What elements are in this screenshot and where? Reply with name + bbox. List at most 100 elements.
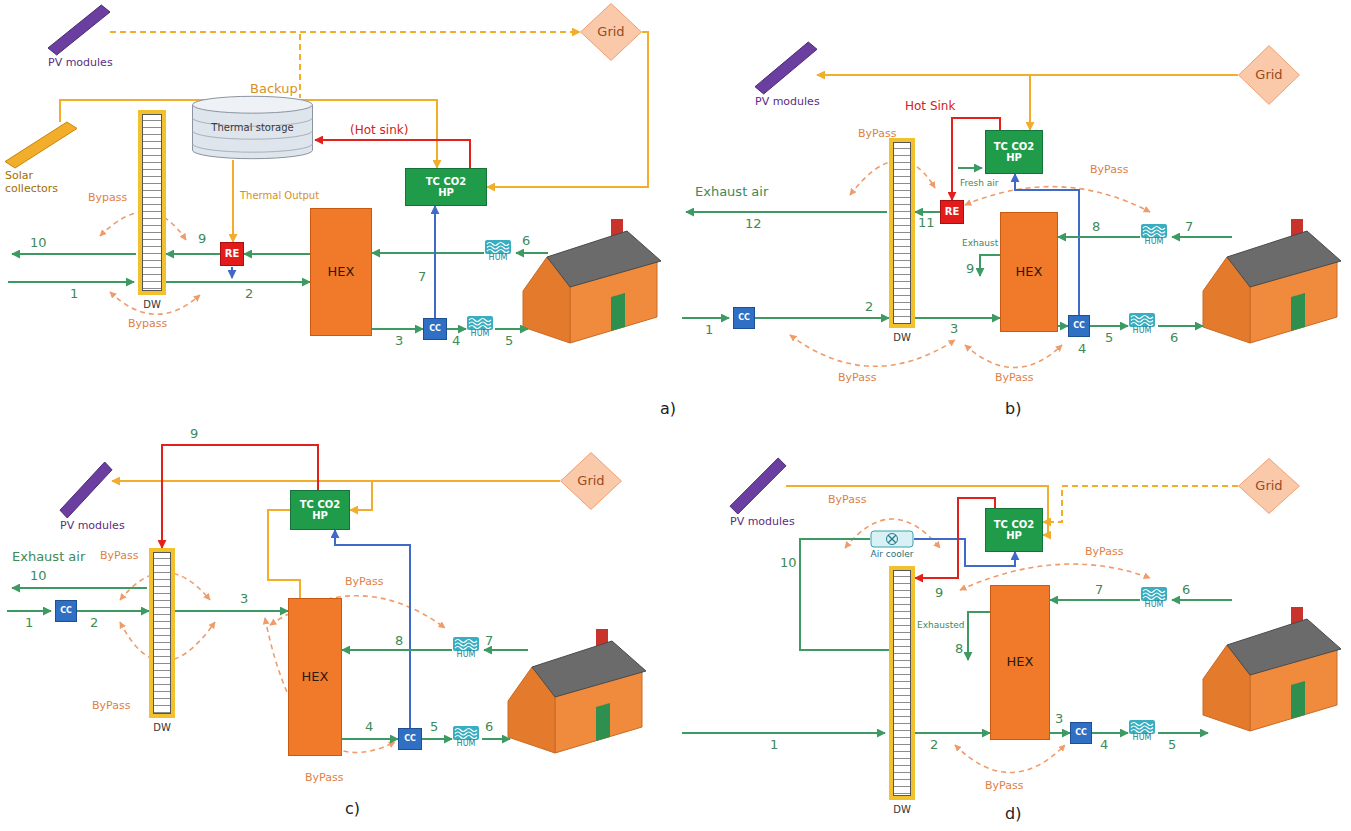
water-wave: [1131, 323, 1153, 326]
tank-top: [193, 96, 313, 113]
diamond-outline: [581, 4, 642, 61]
water-wave: [469, 319, 491, 322]
stream-number: 4: [1100, 738, 1108, 753]
cooling-coil-box: CC: [423, 318, 447, 340]
desiccant-wheel: DW: [149, 548, 175, 718]
air-cooler-icon: Air cooler: [870, 530, 914, 548]
stream-number: 3: [950, 322, 958, 337]
desiccant-wheel: DW: [138, 110, 166, 295]
humidifier-shape: [484, 240, 512, 254]
node-label: Grid: [597, 25, 624, 40]
air-stream: [516, 252, 548, 254]
air-stream: [958, 167, 982, 169]
water-wave: [1143, 234, 1165, 237]
bypass-label: ByPass: [828, 494, 866, 507]
bypass-label: ByPass: [345, 576, 383, 589]
node-label: DW: [893, 804, 911, 816]
flow-line: [232, 160, 234, 242]
panel-letter: b): [1005, 400, 1021, 418]
flow-line: [350, 481, 560, 510]
node-label: DW: [143, 299, 161, 311]
flow-line: [1030, 75, 1238, 130]
air-stream: [1172, 236, 1232, 238]
water-wave: [1143, 590, 1165, 593]
stream-number: 6: [1182, 583, 1190, 598]
stream-number: 9: [198, 232, 206, 247]
air-stream: [1172, 599, 1232, 601]
water-wave: [1131, 726, 1153, 729]
water-wave: [487, 250, 509, 253]
flow-line: [487, 32, 648, 187]
flow-line: [372, 252, 484, 254]
stream-number: 1: [770, 738, 778, 753]
water-wave: [1143, 593, 1165, 596]
node-label: HEX: [302, 670, 329, 685]
bypass-arc: [955, 745, 1065, 773]
diamond-outline: [1239, 459, 1300, 514]
cooling-coil-box: CC: [1068, 315, 1090, 337]
heat-pump-box: TC CO2 HP: [985, 508, 1043, 552]
node-label: DW: [893, 332, 911, 344]
grid-diamond: Grid: [560, 452, 622, 510]
humidifier-body: [453, 726, 479, 740]
water-wave: [1131, 730, 1153, 733]
air-stream: [8, 281, 134, 283]
panel-letter: a): [660, 400, 676, 418]
bypass-label: ByPass: [985, 780, 1023, 793]
node-label: Grid: [1255, 479, 1282, 494]
bypass-label: ByPass: [1085, 546, 1123, 559]
heat-pump-box: TC CO2 HP: [985, 130, 1043, 174]
node-label: Solar collectors: [5, 170, 85, 195]
stream-number: 5: [1168, 738, 1176, 753]
flow-label: Backup: [250, 82, 298, 97]
stream-number: 2: [245, 287, 253, 302]
stream-number: 8: [395, 634, 403, 649]
humidifier-icon: HUM: [1140, 224, 1168, 250]
humidifier-body: [1141, 587, 1167, 601]
stream-number: 10: [30, 236, 47, 251]
stream-number: 4: [1078, 342, 1086, 357]
backup-wire: [299, 34, 301, 98]
flow-line: [166, 281, 310, 283]
water-wave: [455, 732, 477, 735]
flow-line: [755, 317, 889, 319]
house-illustration: [523, 219, 661, 343]
node-label: Thermal storage: [211, 122, 293, 134]
air-stream: [1158, 325, 1203, 327]
stream-number: 1: [25, 616, 33, 631]
air-stream: [968, 612, 990, 660]
flow-line: [1043, 486, 1238, 522]
bypass-label: ByPass: [858, 128, 896, 141]
diamond-outline: [1239, 46, 1300, 105]
flow-label: Exhausted: [917, 620, 964, 630]
air-stream: [682, 732, 885, 734]
water-wave: [455, 729, 477, 732]
panel-shape: [60, 462, 112, 518]
pv-module: PV modules: [730, 458, 786, 514]
grid-diamond: Grid: [580, 3, 642, 61]
house-illustration: [508, 629, 646, 753]
node-label: CC: [738, 313, 750, 322]
node-label: Grid: [577, 474, 604, 489]
stream-number: 10: [30, 569, 47, 584]
node-label: CC: [1075, 728, 1087, 737]
reheater-box: RE: [940, 200, 964, 224]
stream-number: 5: [505, 334, 513, 349]
house-illustration: [1203, 607, 1341, 731]
air-stream: [484, 649, 528, 651]
water-wave: [455, 647, 477, 650]
air-stream: [12, 587, 147, 589]
bypass-arc: [845, 519, 940, 548]
panel-letter: c): [345, 800, 360, 818]
pv-module: PV modules: [60, 462, 112, 518]
bypass-label: Bypass: [88, 192, 127, 205]
node-label: TC CO2 HP: [298, 499, 342, 522]
node-label: CC: [429, 324, 441, 333]
humidifier-icon: HUM: [1140, 587, 1168, 613]
bypass-label: ByPass: [838, 372, 876, 385]
node-label: HUM: [1145, 601, 1164, 610]
heat-exchanger-box: HEX: [310, 208, 372, 336]
cooling-coil-box: CC: [1070, 722, 1092, 744]
air-stream: [495, 328, 528, 330]
stream-number: 7: [1095, 583, 1103, 598]
